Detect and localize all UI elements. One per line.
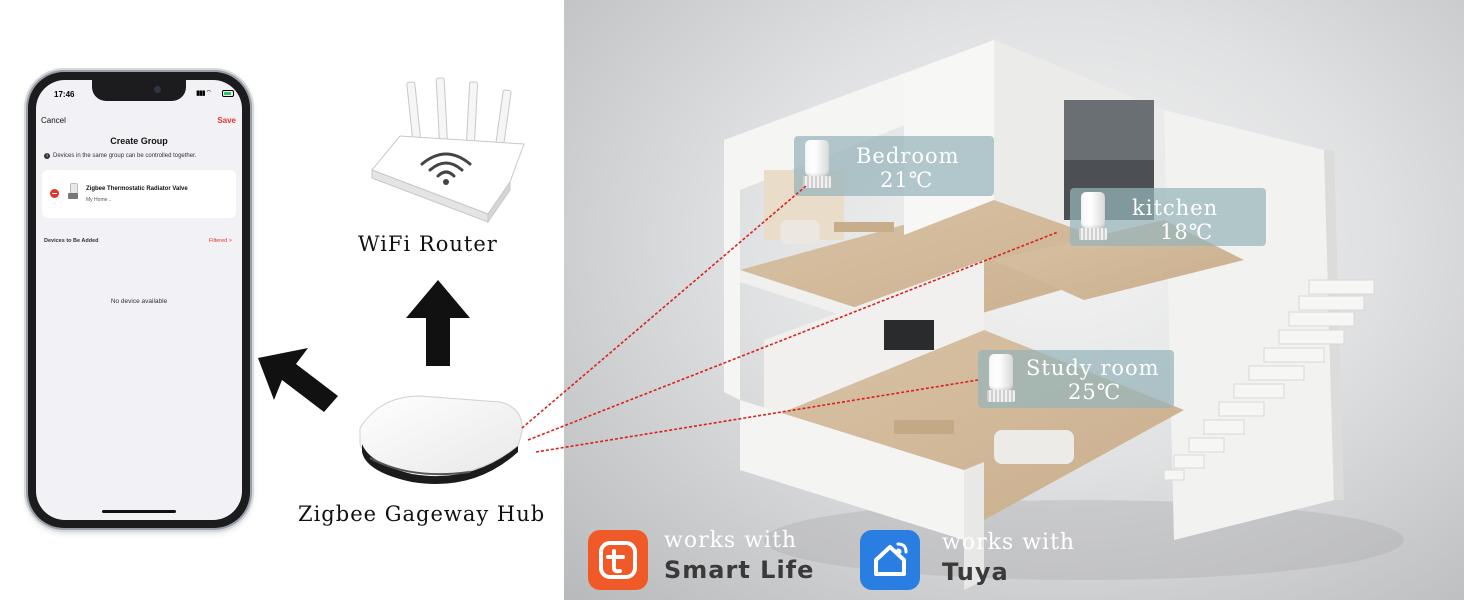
radiator-valve-icon xyxy=(986,354,1016,406)
room-tag-bedroom: Bedroom 21℃ xyxy=(794,136,994,196)
house-cutaway-photo: Bedroom 21℃ kitchen 18℃ Study room 25℃ w… xyxy=(564,0,1464,600)
battery-icon xyxy=(222,90,234,97)
phone-notch xyxy=(92,80,186,101)
home-indicator[interactable] xyxy=(102,510,176,513)
cancel-button[interactable]: Cancel xyxy=(41,116,66,125)
link-line-kitchen xyxy=(527,231,1059,441)
device-card[interactable]: Zigbee Thermostatic Radiator Valve My Ho… xyxy=(42,170,236,218)
room-tag-kitchen: kitchen 18℃ xyxy=(1070,188,1266,246)
page-title: Create Group xyxy=(110,136,168,146)
room-temp: 25℃ xyxy=(1068,380,1122,404)
smartphone: 17:46 ▮▮▮ ⌔ Cancel Save Create Group i D… xyxy=(28,72,250,528)
hub-label: Zigbee Gageway Hub xyxy=(298,502,546,526)
tuya-home-icon xyxy=(874,542,908,576)
works-with-label: works with xyxy=(664,528,798,553)
status-time: 17:46 xyxy=(54,90,75,99)
info-text: Devices in the same group can be control… xyxy=(53,153,197,159)
filter-link[interactable]: Filtered > xyxy=(208,238,232,244)
room-name: Bedroom xyxy=(856,144,960,168)
save-button[interactable]: Save xyxy=(217,116,236,125)
tuya-brand: Tuya xyxy=(942,558,1009,586)
radiator-valve-icon xyxy=(1078,192,1108,244)
device-location: My Home .. xyxy=(86,197,112,203)
room-temp: 21℃ xyxy=(880,168,934,192)
smart-life-badge xyxy=(588,530,648,590)
remove-icon[interactable] xyxy=(50,189,59,198)
works-with-label: works with xyxy=(942,530,1076,555)
room-name: Study room xyxy=(1026,356,1160,380)
signal-wifi-icon: ▮▮▮ ⌔ xyxy=(196,90,212,97)
room-name: kitchen xyxy=(1132,196,1219,220)
radiator-valve-icon xyxy=(802,140,832,192)
link-line-bedroom xyxy=(521,185,807,429)
arrow-to-router-icon xyxy=(406,280,470,366)
room-temp: 18℃ xyxy=(1160,220,1214,244)
phone-screen: 17:46 ▮▮▮ ⌔ Cancel Save Create Group i D… xyxy=(36,80,242,520)
zigbee-hub-icon xyxy=(359,395,523,484)
arrow-to-phone-icon xyxy=(258,348,338,412)
info-icon: i xyxy=(44,153,50,159)
device-name: Zigbee Thermostatic Radiator Valve xyxy=(86,186,188,192)
camera-icon xyxy=(154,86,161,93)
smart-life-icon xyxy=(599,541,637,579)
info-row: i Devices in the same group can be contr… xyxy=(44,153,196,159)
smart-life-brand: Smart Life xyxy=(664,556,815,584)
wifi-router-icon xyxy=(371,77,525,224)
router-label: WiFi Router xyxy=(358,232,498,256)
section-label: Devices to Be Added xyxy=(44,238,99,244)
room-tag-study: Study room 25℃ xyxy=(978,350,1174,408)
link-line-study xyxy=(535,379,979,453)
valve-thumbnail-icon xyxy=(68,183,78,201)
tuya-badge xyxy=(860,530,920,590)
empty-message: No device available xyxy=(110,298,168,305)
